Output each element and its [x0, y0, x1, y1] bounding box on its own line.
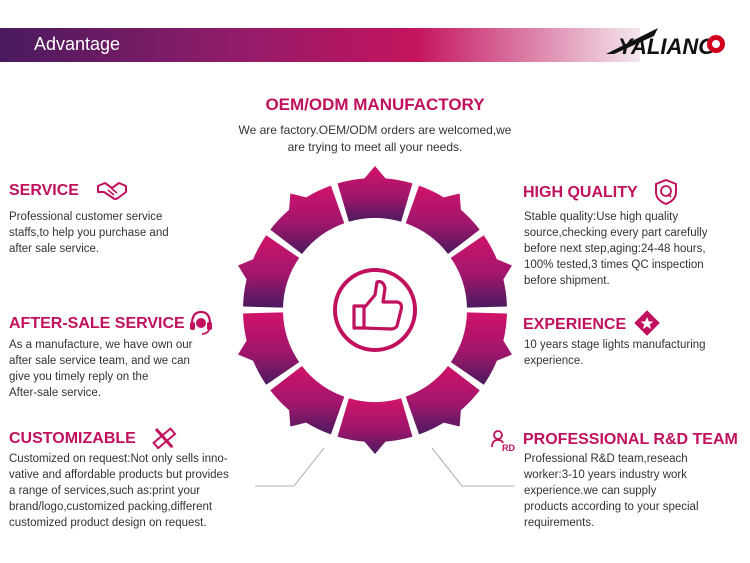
feature-title-service: SERVICE — [9, 182, 79, 199]
rd-team-icon: RD — [491, 430, 515, 453]
desc-line: 100% tested,3 times QC inspection — [524, 259, 704, 271]
desc-line: Professional customer service — [9, 211, 163, 223]
handshake-icon — [97, 182, 127, 200]
quality-shield-icon — [655, 178, 677, 206]
feature-title-high-quality: HIGH QUALITY — [523, 184, 638, 201]
desc-line: worker:3-10 years industry work — [524, 469, 687, 481]
desc-line: experience.we can supply — [524, 485, 657, 497]
gear-segment — [405, 366, 480, 435]
feature-desc-service: Professional customer service staffs,to … — [9, 209, 169, 257]
desc-line: after sale service. — [9, 243, 100, 255]
section-heading: OEM/ODM MANUFACTORY — [265, 95, 485, 114]
gear-segment — [238, 235, 300, 308]
feature-title-rd-team: PROFESSIONAL R&D TEAM — [523, 431, 738, 448]
feature-desc-rd-team: Professional R&D team,reseach worker:3-1… — [524, 451, 699, 531]
desc-line: 10 years stage lights manufacturing — [524, 339, 706, 351]
feature-title-after-sale: AFTER-SALE SERVICE — [9, 315, 185, 332]
gear-segment — [405, 185, 480, 254]
feature-title-experience: EXPERIENCE — [523, 316, 627, 333]
gear-segment — [238, 312, 300, 385]
gear-segment — [337, 398, 413, 454]
desc-line: Professional R&D team,reseach — [524, 453, 688, 465]
page-title: Advantage — [34, 34, 121, 54]
pencil-ruler-icon — [152, 427, 177, 450]
desc-line: As a manufacture, we have own our — [9, 339, 193, 351]
desc-line: customized product design on request. — [9, 517, 207, 529]
gear-segment — [270, 185, 345, 254]
desc-line: brand/logo,customized packing,different — [9, 501, 213, 513]
feature-title-customizable: CUSTOMIZABLE — [9, 430, 136, 447]
desc-line: Stable quality:Use high quality — [524, 211, 679, 223]
desc-line: After-sale service. — [9, 387, 102, 399]
gear-segment — [450, 235, 512, 308]
desc-line: a range of services,such as:print your — [9, 485, 201, 497]
desc-line: vative and affordable products but provi… — [9, 469, 229, 481]
desc-line: before next step,aging:24-48 hours, — [524, 243, 706, 255]
desc-line: Customized on request:Not only sells inn… — [9, 453, 228, 465]
rd-icon-text: RD — [502, 443, 515, 453]
gear-segment — [270, 366, 345, 435]
logo-text: YALIANG — [618, 34, 715, 59]
intro-text: We are factory.OEM/ODM orders are welcom… — [210, 122, 540, 156]
intro-line: are trying to meet all your needs. — [287, 140, 463, 154]
gear-segment — [337, 166, 413, 222]
desc-line: give you timely reply on the — [9, 371, 149, 383]
desc-line: source,checking every part carefully — [524, 227, 708, 239]
thumbs-up-ring — [333, 268, 417, 352]
feature-desc-experience: 10 years stage lights manufacturing expe… — [524, 337, 706, 369]
brand-logo: YALIANG — [606, 28, 725, 59]
center-gear-wheel — [238, 166, 512, 454]
headset-icon — [190, 310, 212, 335]
desc-line: before shipment. — [524, 275, 610, 287]
gear-segment — [450, 312, 512, 385]
feature-desc-high-quality: Stable quality:Use high quality source,c… — [524, 209, 707, 289]
feature-desc-after-sale: As a manufacture, we have own our after … — [9, 337, 192, 401]
desc-line: requirements. — [524, 517, 595, 529]
desc-line: staffs,to help you purchase and — [9, 227, 169, 239]
thumbs-up-icon — [352, 280, 404, 331]
feature-desc-customizable: Customized on request:Not only sells inn… — [9, 451, 229, 531]
intro-line: We are factory.OEM/ODM orders are welcom… — [238, 123, 512, 137]
desc-line: after sale service team, and we can — [9, 355, 190, 367]
desc-line: products according to your special — [524, 501, 699, 513]
header-banner — [0, 28, 640, 62]
star-badge-icon — [634, 310, 660, 336]
desc-line: experience. — [524, 355, 584, 367]
